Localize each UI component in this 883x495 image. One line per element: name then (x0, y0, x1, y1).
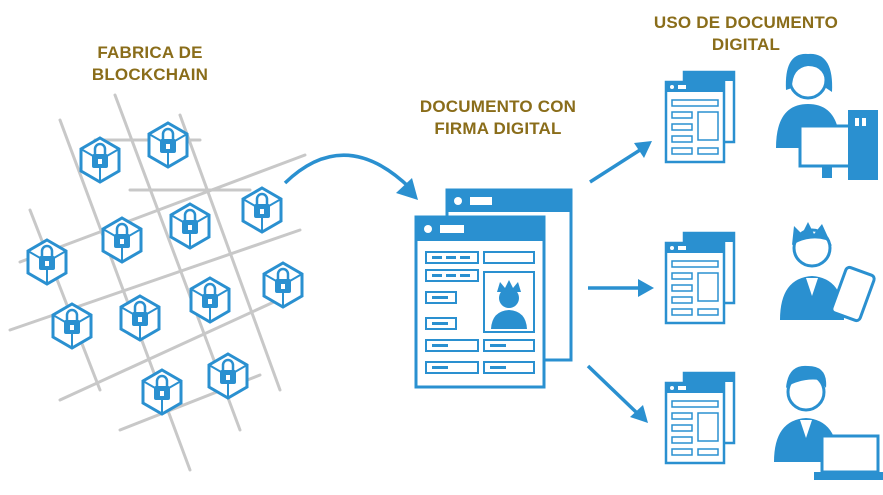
document-icon (664, 371, 736, 465)
locked-cube-icon (101, 216, 143, 264)
locked-cube-icon (26, 238, 68, 286)
document-icon (664, 70, 736, 164)
locked-cube-icon (169, 202, 211, 250)
man-with-laptop-icon (774, 365, 883, 480)
blockchain-label-line1: FABRICA DE (97, 43, 203, 62)
blockchain-factory-label: FABRICA DE BLOCKCHAIN (70, 42, 230, 86)
locked-cube-icon (141, 368, 183, 416)
document-label-line1: DOCUMENTO CON (419, 97, 577, 116)
usage-label-line2: DIGITAL (711, 35, 781, 54)
usage-label-line1: USO DE DOCUMENTO (653, 13, 839, 32)
document-icon (664, 231, 736, 325)
blockchain-blocks (26, 121, 304, 416)
man-with-tablet-icon (780, 222, 876, 323)
blockchain-label-line2: BLOCKCHAIN (91, 65, 209, 84)
locked-cube-icon (262, 261, 304, 309)
signed-document-label: DOCUMENTO CON FIRMA DIGITAL (398, 96, 598, 140)
locked-cube-icon (207, 352, 249, 400)
document-usage-label: USO DE DOCUMENTO DIGITAL (626, 12, 866, 56)
document-with-photo-icon (414, 188, 573, 389)
locked-cube-icon (79, 136, 121, 184)
distribution-arrows (586, 141, 654, 423)
locked-cube-icon (147, 121, 189, 169)
received-documents (664, 70, 736, 465)
woman-at-desktop-icon (776, 53, 878, 180)
locked-cube-icon (241, 186, 283, 234)
curved-arrow-icon (283, 153, 418, 200)
locked-cube-icon (119, 294, 161, 342)
locked-cube-icon (189, 276, 231, 324)
locked-cube-icon (51, 302, 93, 350)
document-label-line2: FIRMA DIGITAL (434, 119, 562, 138)
